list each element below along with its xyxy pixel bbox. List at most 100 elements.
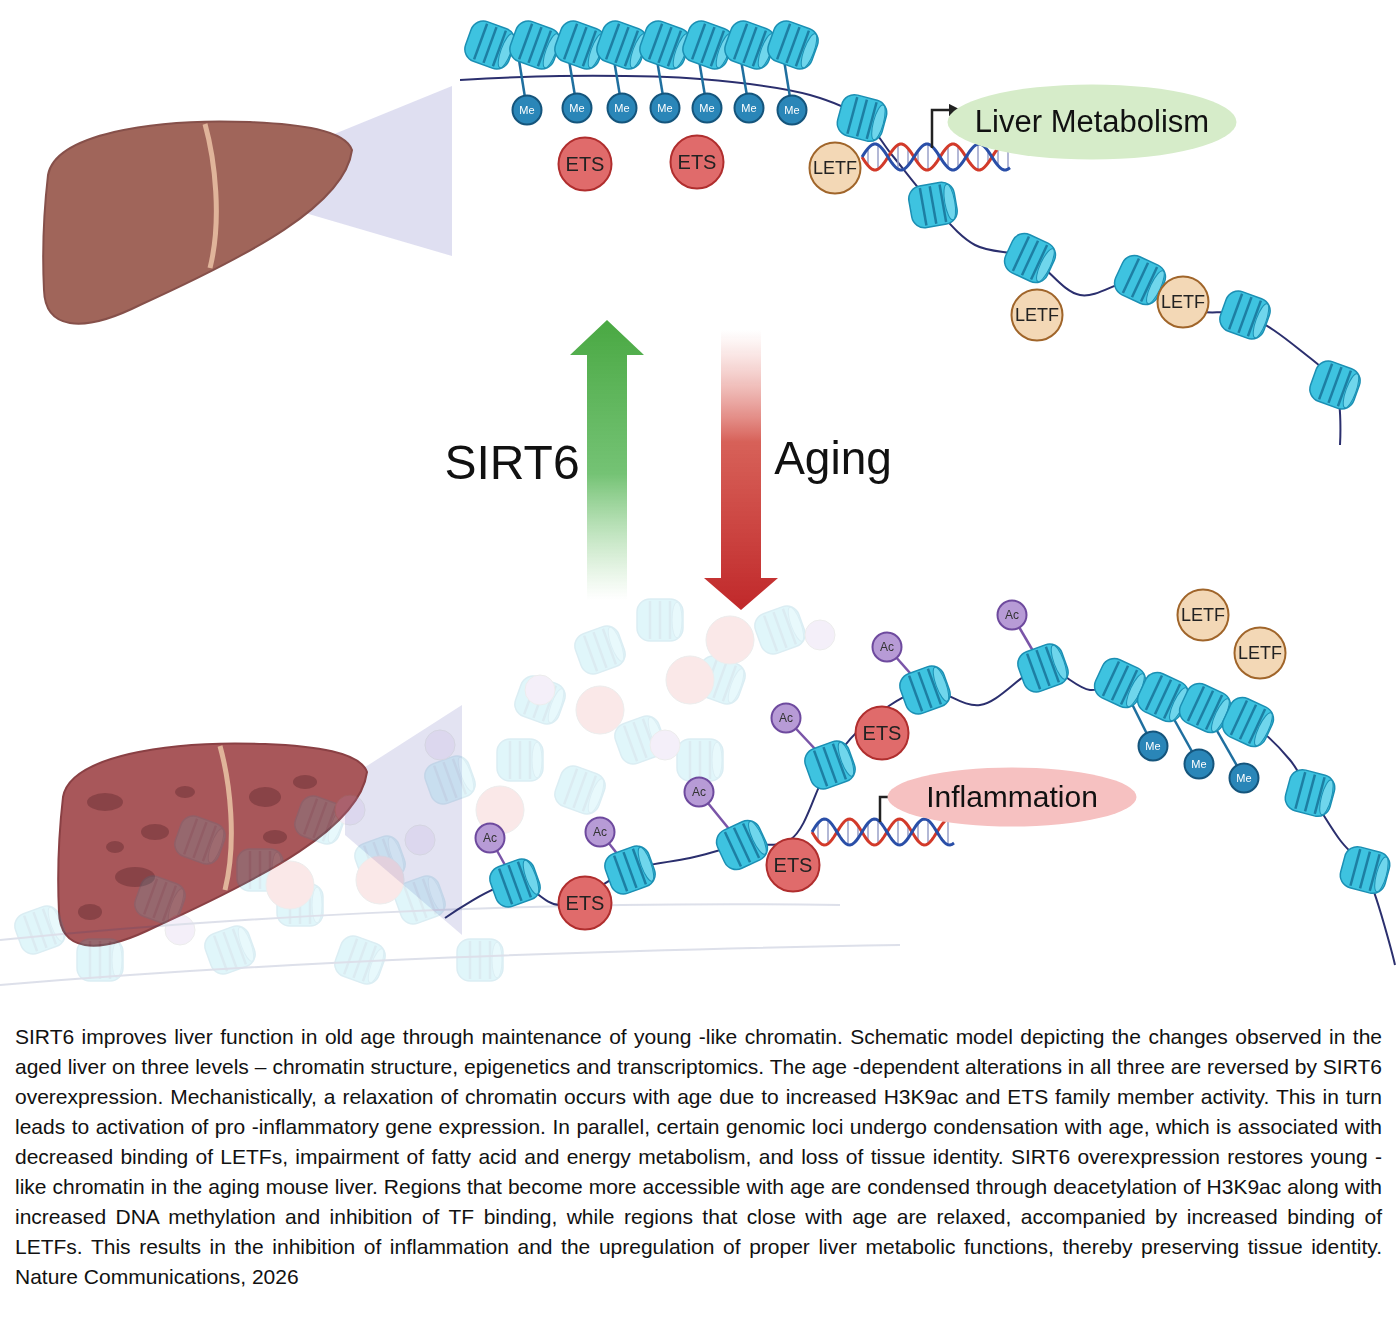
- nucleosome: [1216, 287, 1274, 342]
- node-shape: [685, 778, 714, 807]
- node-shape: [559, 138, 612, 191]
- acetyl-mark: Ac: [683, 776, 715, 808]
- node-label: Ac: [1005, 608, 1019, 622]
- letf-factor: LETF: [808, 141, 862, 195]
- methyl-mark: Me: [1137, 730, 1169, 762]
- node-label: LETF: [813, 158, 857, 179]
- node-layer: MeMeMeMeMeMeMeLiver MetabolismETSETSLETF…: [0, 0, 1397, 1000]
- node-label: Me: [699, 102, 714, 114]
- node-label: Inflammation: [926, 780, 1098, 814]
- nucleosome: [896, 662, 954, 717]
- ets-factor: ETS: [557, 875, 613, 931]
- node-label: LETF: [1181, 605, 1225, 626]
- nucleosome: [77, 939, 123, 981]
- faded-chromatin: [0, 599, 900, 988]
- acetyl-mark: Ac: [996, 599, 1028, 631]
- dna-helix: [812, 819, 954, 845]
- methyl-mark: Me: [733, 92, 765, 124]
- methyl-mark: Me: [606, 92, 638, 124]
- methyl-mark: Me: [649, 92, 681, 124]
- nucleosome: [497, 739, 543, 781]
- node-shape: [856, 707, 909, 760]
- node-shape: [513, 96, 542, 125]
- ets-factor: ETS: [854, 705, 910, 761]
- node-shape: [1185, 750, 1214, 779]
- methyl-mark: Me: [776, 94, 808, 126]
- ets-factor: ETS: [557, 136, 613, 192]
- node-label: Me: [519, 104, 534, 116]
- healthy-liver: [43, 121, 352, 323]
- node-shape: [559, 877, 612, 930]
- node-shape: [735, 94, 764, 123]
- arrow-label: Aging: [774, 431, 892, 485]
- node-label: Me: [657, 102, 672, 114]
- node-shape: [1158, 277, 1209, 328]
- nucleosome: [571, 622, 629, 677]
- nucleosome: [1000, 229, 1059, 287]
- methyl-mark: Me: [691, 92, 723, 124]
- pathway-ellipse: Liver Metabolism: [946, 83, 1238, 161]
- node-shape: [778, 96, 807, 125]
- node-label: ETS: [566, 153, 605, 176]
- ets-factor: ETS: [765, 837, 821, 893]
- nucleosome: [1282, 767, 1337, 819]
- nucleosome: [457, 939, 503, 981]
- letf-factor: LETF: [1156, 275, 1210, 329]
- nucleosome: [677, 739, 723, 781]
- methyl-mark: Me: [1183, 748, 1215, 780]
- nucleosome: [486, 855, 544, 910]
- pathway-ellipse: Inflammation: [886, 766, 1138, 828]
- zoom-cone: [345, 705, 462, 935]
- nucleosome: [551, 762, 609, 817]
- nucleosome: [11, 902, 69, 957]
- node-shape: [767, 839, 820, 892]
- nucleosome: [907, 180, 960, 229]
- acetyl-mark: Ac: [584, 816, 616, 848]
- nucleosome: [1014, 640, 1072, 695]
- arrow-label: SIRT6: [444, 435, 579, 490]
- node-label: LETF: [1161, 292, 1205, 313]
- node-label: Ac: [483, 831, 497, 845]
- sirt6-arrow: [570, 320, 644, 600]
- node-label: Me: [1191, 758, 1206, 770]
- nucleosome: [1306, 357, 1364, 412]
- node-shape: [1012, 290, 1063, 341]
- node-label: ETS: [863, 722, 902, 745]
- nucleosome: [511, 672, 569, 727]
- nucleosome: [1218, 693, 1277, 751]
- nucleosome: [834, 92, 889, 144]
- methyl-mark: Me: [511, 94, 543, 126]
- node-label: LETF: [1015, 305, 1059, 326]
- node-label: Me: [1145, 740, 1160, 752]
- letf-factor: LETF: [1010, 288, 1064, 342]
- aging-arrow: [704, 330, 778, 610]
- figure-caption: SIRT6 improves liver function in old age…: [15, 1022, 1382, 1292]
- node-shape: [998, 601, 1027, 630]
- node-label: Ac: [692, 785, 706, 799]
- node-shape: [693, 94, 722, 123]
- node-label: Me: [784, 104, 799, 116]
- nucleosome: [601, 842, 659, 897]
- node-label: ETS: [774, 854, 813, 877]
- node-label: Me: [1236, 772, 1251, 784]
- label-layer: SIRT6 Aging: [0, 0, 1397, 1000]
- methyl-mark: Me: [561, 92, 593, 124]
- nucleosome: [764, 17, 822, 72]
- nucleosome: [171, 812, 229, 867]
- node-label: Liver Metabolism: [975, 104, 1209, 140]
- node-label: Me: [569, 102, 584, 114]
- letf-factor: LETF: [1176, 588, 1230, 642]
- node-shape: [586, 818, 615, 847]
- methyl-mark: Me: [1228, 762, 1260, 794]
- acetyl-mark: Ac: [474, 822, 506, 854]
- node-shape: [772, 704, 801, 733]
- node-label: ETS: [678, 151, 717, 174]
- node-label: LETF: [1238, 643, 1282, 664]
- node-shape: [810, 143, 861, 194]
- node-shape: [476, 824, 505, 853]
- nucleosome: [637, 599, 683, 641]
- ets-factor: ETS: [669, 134, 725, 190]
- node-shape: [1139, 732, 1168, 761]
- node-shape: [1235, 628, 1286, 679]
